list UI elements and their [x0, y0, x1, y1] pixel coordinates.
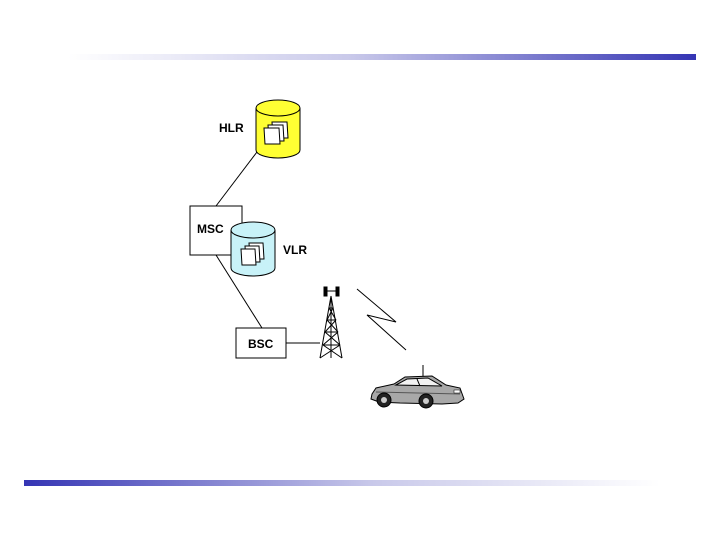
radio-tower-icon: [319, 286, 343, 359]
hlr-label: HLR: [219, 121, 244, 135]
bsc-box: [235, 327, 287, 359]
hlr-database-icon: [255, 99, 301, 159]
car-icon: [370, 365, 465, 409]
bsc-label: BSC: [248, 337, 274, 351]
lightning-bolt-icon: [356, 288, 407, 351]
link-hlr-msc: [215, 147, 261, 207]
connection-lines: [215, 147, 320, 344]
bottom-accent-bar: [24, 480, 660, 486]
top-accent-bar: [68, 54, 696, 60]
document-stack-icon: [263, 121, 289, 145]
msc-label: MSC: [197, 222, 224, 236]
link-msc-bsc: [215, 254, 263, 329]
vlr-database-icon: [230, 221, 276, 277]
document-stack-icon: [240, 242, 265, 266]
vlr-label: VLR: [283, 243, 307, 257]
